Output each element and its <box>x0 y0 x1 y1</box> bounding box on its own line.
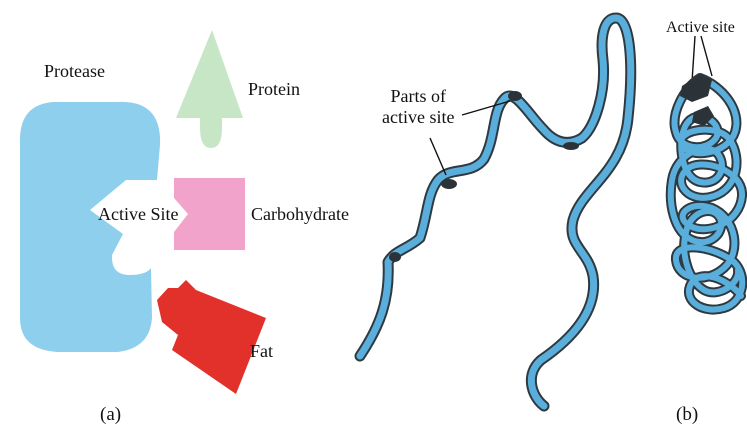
panel-a-caption: (a) <box>100 405 121 424</box>
pointer-lines <box>430 36 712 175</box>
carbohydrate-shape <box>174 178 245 250</box>
folded-active-site-label: Active site <box>666 20 735 36</box>
panel-b-caption: (b) <box>676 405 698 424</box>
protease-label: Protease <box>44 62 105 80</box>
active-patch <box>441 179 457 189</box>
parts-of-active-site-label: Parts of active site <box>382 86 454 128</box>
pointer-line <box>701 36 712 76</box>
protein-shape <box>176 30 243 148</box>
pointer-line <box>692 36 695 82</box>
parts-label-line1: Parts of <box>382 86 454 107</box>
active-patch <box>680 74 712 102</box>
active-patch <box>508 91 522 101</box>
active-site-label: Active Site <box>98 205 178 223</box>
fat-shape <box>157 280 266 394</box>
unfolded-chain-outline <box>360 18 631 406</box>
fat-label: Fat <box>250 342 273 360</box>
parts-label-line2: active site <box>382 107 454 128</box>
active-patch <box>389 252 401 262</box>
active-patch <box>563 142 579 150</box>
pointer-line <box>430 138 446 175</box>
protease-shape <box>20 102 160 352</box>
unfolded-chain-body <box>360 18 631 406</box>
unfolded-chain <box>360 18 631 406</box>
carbohydrate-label: Carbohydrate <box>251 205 349 223</box>
protein-label: Protein <box>248 80 300 98</box>
